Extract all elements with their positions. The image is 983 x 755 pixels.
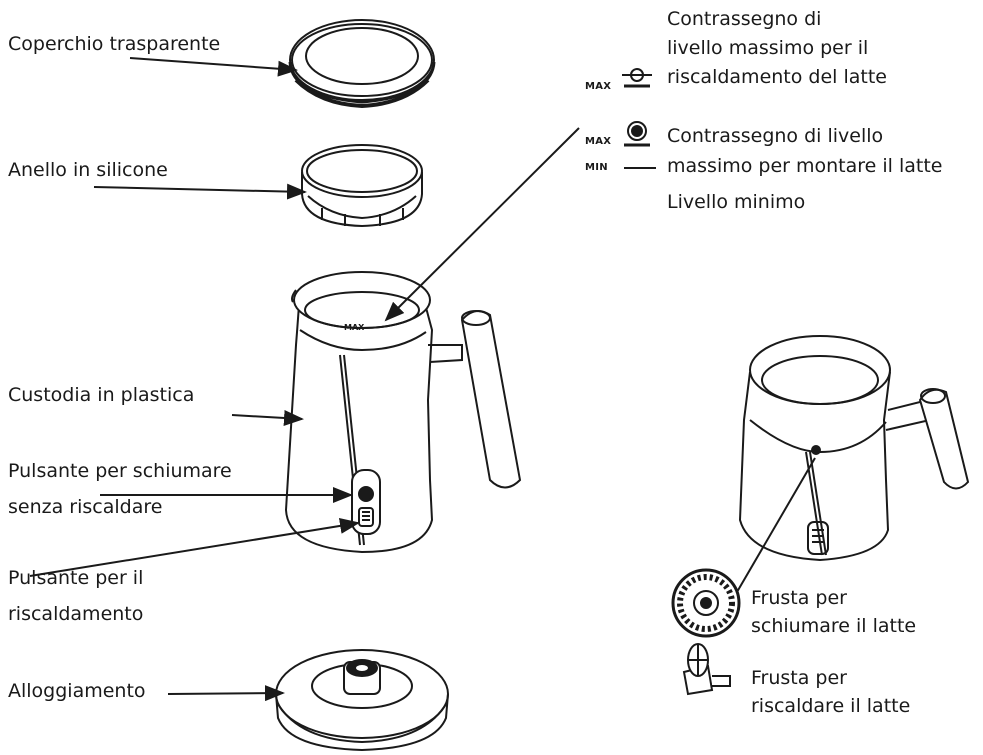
- heat-max-legend-line2: livello massimo per il: [667, 37, 869, 59]
- base-label: Alloggiamento: [8, 680, 146, 702]
- callout-lines: [29, 57, 816, 702]
- max-tag-froth: MAX: [585, 136, 612, 147]
- froth-button-label-line2: senza riscaldare: [8, 496, 163, 518]
- froth-button-label-line1: Pulsante per schiumare: [8, 460, 232, 482]
- heat-max-legend-line3: riscaldamento del latte: [667, 66, 887, 88]
- max-tag-heat: MAX: [585, 81, 612, 92]
- min-level-legend: Livello minimo: [667, 191, 806, 213]
- froth-whisk-label-line1: Frusta per: [751, 587, 847, 609]
- min-tag: MIN: [585, 162, 608, 173]
- base-station: [275, 649, 449, 752]
- heating-whisk-icon: [682, 643, 731, 696]
- froth-max-icon: [624, 121, 650, 147]
- froth-max-legend-line1: Contrassegno di livello: [667, 125, 884, 147]
- frothing-whisk-icon: [671, 568, 741, 638]
- froth-whisk-label-line2: schiumare il latte: [751, 615, 917, 637]
- jug-with-whisk-view: [738, 335, 970, 562]
- froth-max-legend-line2: massimo per montare il latte: [667, 155, 943, 177]
- heat-whisk-label-line1: Frusta per: [751, 667, 847, 689]
- lid-label: Coperchio trasparente: [8, 33, 221, 55]
- heat-whisk-label-line2: riscaldare il latte: [751, 695, 911, 717]
- ring-label: Anello in silicone: [8, 159, 168, 181]
- heat-max-legend-line1: Contrassegno di: [667, 8, 822, 30]
- svg-text:MAX: MAX: [344, 323, 365, 332]
- body-label: Custodia in plastica: [8, 384, 195, 406]
- silicone-ring: [301, 144, 423, 228]
- heat-max-icon: [622, 68, 652, 88]
- heat-button-label-line2: riscaldamento: [8, 603, 144, 625]
- transparent-lid: [288, 19, 436, 109]
- plastic-housing-jug: MAX: [284, 271, 522, 554]
- heat-button-label-line1: Pulsante per il: [8, 567, 144, 589]
